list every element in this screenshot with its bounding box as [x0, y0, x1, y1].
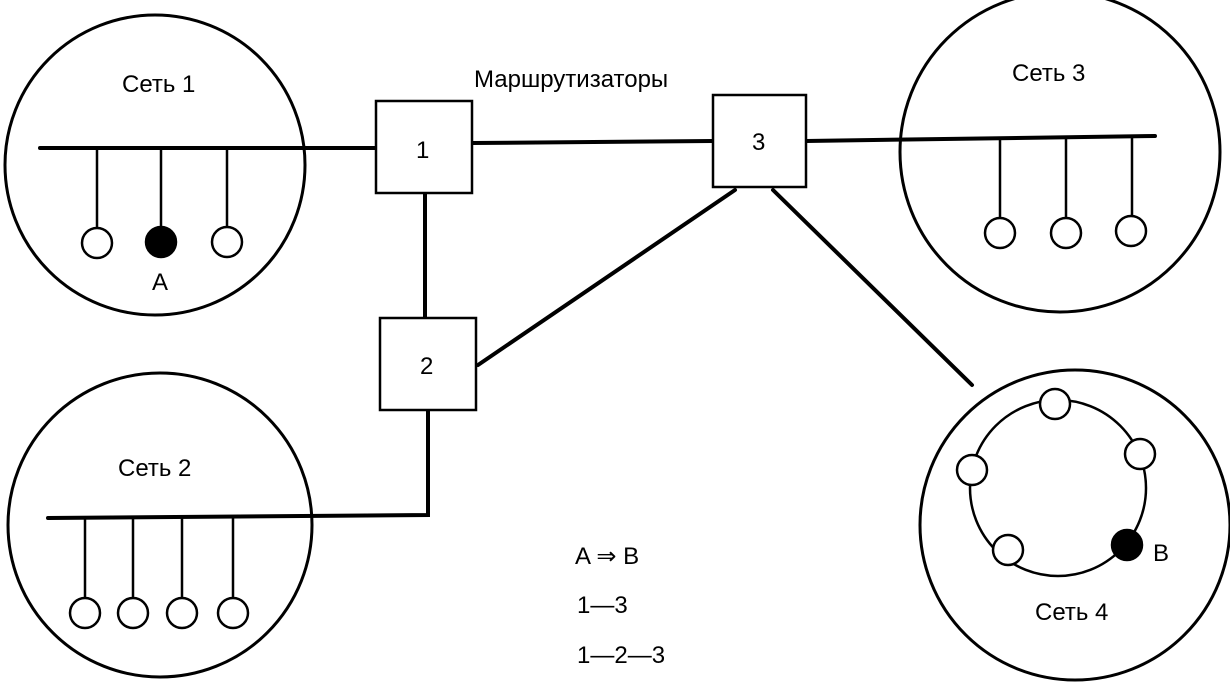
link-r3-net4 — [771, 188, 974, 387]
router-1-label: 1 — [416, 137, 429, 164]
network-1-host — [80, 226, 114, 260]
network-1-host — [210, 225, 244, 259]
network-3-host — [983, 216, 1017, 250]
network-2-host — [216, 596, 250, 630]
legend-path-1: 1—3 — [577, 592, 628, 619]
router-1 — [374, 99, 474, 195]
network-2-circle — [6, 371, 314, 679]
host-b-label: B — [1153, 540, 1169, 567]
link-r1-r3 — [470, 139, 715, 145]
network-2-label: Сеть 2 — [118, 455, 191, 482]
router-3 — [711, 93, 808, 189]
legend-route: A ⇒ B — [575, 543, 639, 570]
network-4-host — [991, 533, 1025, 567]
network-4-circle — [918, 368, 1230, 682]
legend-path-2: 1—2—3 — [577, 642, 665, 669]
network-2-host — [165, 596, 199, 630]
network-4-label: Сеть 4 — [1035, 599, 1108, 626]
network-3-bus — [804, 134, 1157, 143]
network-3-label: Сеть 3 — [1012, 60, 1085, 87]
network-4-host — [955, 453, 989, 487]
host-a — [144, 225, 178, 259]
router-3-label: 3 — [752, 129, 765, 156]
network-2-host — [68, 596, 102, 630]
network-3-circle — [898, 0, 1222, 314]
network-3-host — [1049, 216, 1083, 250]
network-3-host — [1114, 214, 1148, 248]
router-2 — [378, 316, 478, 412]
link-r2-net2 — [46, 408, 430, 520]
link-r2-r3 — [476, 188, 737, 367]
router-2-label: 2 — [420, 353, 433, 380]
network-2-host — [116, 596, 150, 630]
network-1-label: Сеть 1 — [122, 71, 195, 98]
host-a-label: A — [152, 269, 168, 296]
host-b — [1110, 528, 1144, 562]
network-4-host — [1123, 437, 1157, 471]
network-4-host — [1038, 387, 1072, 421]
routers-caption: Маршрутизаторы — [474, 66, 668, 93]
